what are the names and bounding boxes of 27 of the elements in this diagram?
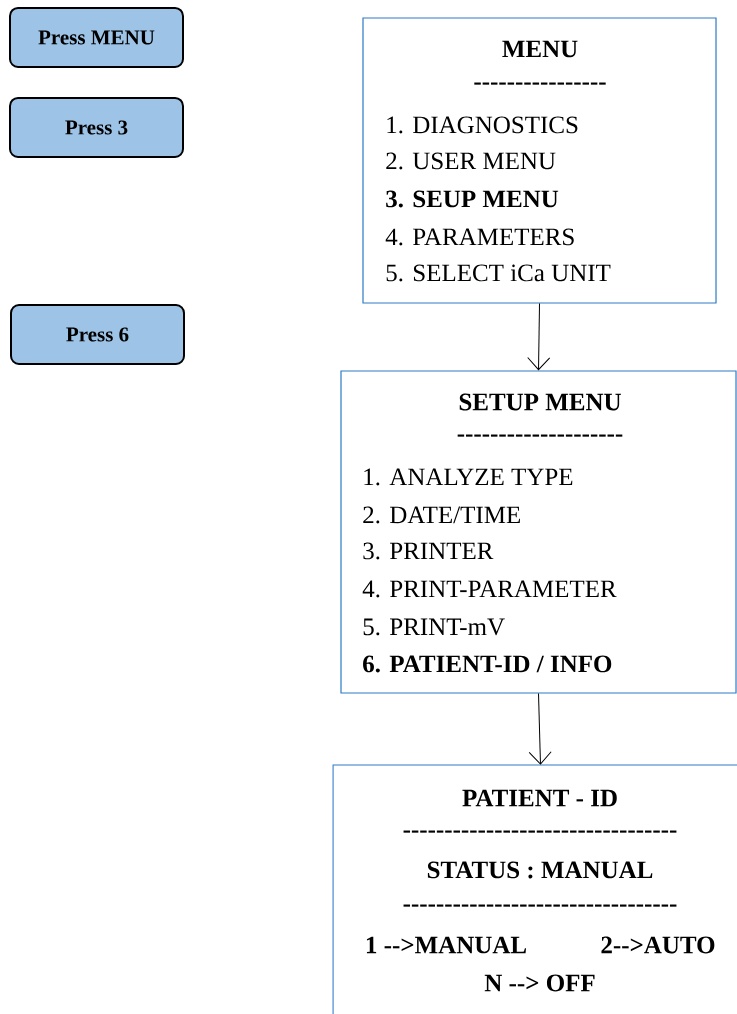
menu-item: 2. DATE/TIME: [363, 506, 520, 524]
divider-dashes: ---------------------------------: [403, 830, 677, 833]
menu-item: 5. SELECT iCa UNIT: [386, 264, 611, 282]
divider-dashes: ---------------------------------: [403, 904, 677, 907]
option-text: N --> OFF: [484, 974, 595, 992]
menu-item: 4. PARAMETERS: [385, 228, 574, 246]
menu-item: 1. ANALYZE TYPE: [364, 468, 573, 486]
arrow: [528, 693, 552, 765]
menu-item: 5. PRINT-mV: [363, 618, 505, 636]
menu-item: 3. PRINTER: [363, 542, 494, 560]
option-text: 2-->AUTO: [601, 936, 715, 954]
status-text: STATUS : MANUAL: [427, 861, 653, 879]
press-button: Press MENU: [9, 7, 184, 68]
divider-dashes: ----------------: [474, 82, 606, 85]
arrow: [527, 303, 551, 371]
press-button: Press 6: [10, 304, 185, 365]
menu-item: 4. PRINT-PARAMETER: [362, 580, 617, 598]
press-button: Press 3: [9, 97, 184, 158]
menu-item: 3. SEUP MENU: [386, 190, 559, 208]
menu-item: 6. PATIENT-ID / INFO: [363, 655, 612, 673]
menu-item: 2. USER MENU: [386, 152, 556, 170]
menu-item: 1. DIAGNOSTICS: [387, 116, 578, 134]
menu-title: MENU: [502, 40, 578, 58]
divider-dashes: --------------------: [457, 434, 623, 437]
menu-title: SETUP MENU: [459, 393, 621, 411]
option-text: 1 -->MANUAL: [366, 936, 526, 954]
screen-title: PATIENT - ID: [462, 789, 617, 807]
